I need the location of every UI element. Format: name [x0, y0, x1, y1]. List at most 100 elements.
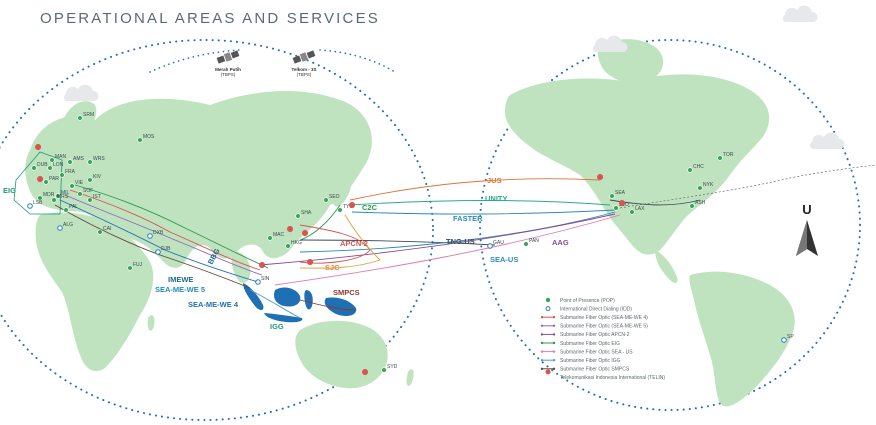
pop-label: TYO: [343, 204, 353, 210]
pop-label: KIV: [93, 174, 102, 180]
legend-label: Submarine Fiber Optic (SEA-ME-WE 4): [560, 315, 648, 321]
indonesia-land: [243, 283, 357, 323]
page-title: OPERATIONAL AREAS AND SERVICES: [40, 10, 380, 27]
cable-label-sjc: SJC: [325, 263, 340, 272]
pop-alg: ALG: [57, 222, 73, 231]
pop-label: ALG: [63, 222, 73, 228]
telin-pins: [35, 144, 626, 381]
pop-lax: LAX: [629, 206, 645, 215]
cable-lines: [54, 178, 701, 319]
cable-faster: [351, 209, 616, 215]
pop-label: GAU: [493, 240, 504, 246]
pop-dot: [43, 179, 49, 185]
legend-line-icon: [540, 367, 556, 370]
pop-label: MRS: [57, 194, 69, 200]
pop-tyo: TYO: [337, 204, 353, 213]
pop-dot: [63, 207, 69, 213]
pop-dot: [87, 159, 93, 165]
central-america-land: [655, 250, 678, 283]
pop-dot: [295, 213, 301, 219]
sumatra-island: [243, 283, 264, 311]
pop-sha: SHA: [295, 210, 312, 219]
pop-ist: IST: [87, 194, 101, 203]
cable-label-imewe: IMEWE: [168, 275, 193, 284]
madagascar-land: [147, 315, 155, 331]
cloud-icon: [63, 84, 99, 101]
pop-dot: [127, 265, 133, 271]
land-masses: [25, 39, 795, 407]
pop-kiv: KIV: [87, 174, 102, 183]
south-america-land: [689, 271, 795, 407]
pop-label: HKG: [291, 240, 302, 246]
legend-item: Submarine Fiber Optic (SEA-ME-WE 4): [540, 315, 648, 321]
cable-eu-asia-1: [69, 189, 261, 271]
pop-dot: [55, 193, 61, 199]
legend-line-icon: [540, 316, 556, 319]
pop-label: IST: [93, 194, 101, 200]
cable-label-apcn-2: APCN-2: [340, 239, 368, 248]
cable-seaus-pink: [274, 214, 621, 286]
satellite-icon: [292, 50, 316, 64]
pop-label: MOS: [143, 134, 155, 140]
pop-label: MAC: [273, 232, 285, 238]
legend-dot-icon: [545, 297, 551, 303]
pop-label: LON: [53, 162, 64, 168]
legend-item: Point of Presence (POP): [545, 297, 615, 304]
cloud-icon: [809, 132, 845, 149]
papua-island: [324, 297, 357, 316]
japan-land: [332, 175, 352, 207]
cable-label-sea-me-we-4: SEA-ME-WE 4: [188, 300, 239, 309]
pop-sea: SEA: [609, 190, 626, 199]
legend-label: Point of Presence (POP): [560, 298, 615, 304]
legend-label: Submarine Fiber Optic IGG: [560, 358, 621, 364]
legend-item: Submarine Fiber Optic IGG: [540, 358, 621, 364]
legend-line-icon: [540, 324, 556, 327]
pop-dot: [87, 177, 93, 183]
pop-dot: [77, 191, 83, 197]
pop-mrs: MRS: [51, 194, 69, 203]
pop-srm: SRM: [77, 112, 94, 121]
legend-item: Submarine Fiber Optic APCN-2: [540, 332, 630, 338]
pop-hkg: HKG: [285, 240, 302, 249]
pop-mdr: MDR: [37, 192, 55, 201]
cable-jus: [349, 178, 601, 201]
pop-tor: TOR: [717, 152, 734, 161]
telin-pin: [362, 369, 369, 381]
satellite-sub: (TBPS): [221, 72, 236, 77]
cable-label-sea-us: SEA-US: [490, 255, 518, 264]
pop-label: AMS: [73, 156, 85, 162]
pop-label: LAX: [635, 206, 645, 212]
pop-dot: [523, 241, 529, 247]
pop-dot: [51, 197, 57, 203]
legend-item: Submarine Fiber Optic SEA - US: [540, 349, 633, 355]
pop-label: NYK: [703, 182, 714, 188]
pop-dot: [57, 225, 63, 231]
pop-dot: [155, 249, 161, 255]
pop-dot: [87, 197, 93, 203]
pop-ams: AMS: [67, 156, 85, 165]
pop-dot: [629, 209, 635, 215]
cable-eu-asia-2: [64, 194, 263, 276]
pop-label: SYD: [387, 364, 398, 370]
pop-dot: [31, 165, 37, 171]
globe-outline-left: [0, 39, 434, 421]
pop-label: MDR: [43, 192, 55, 198]
pop-label: CHC: [693, 164, 704, 170]
pop-label: DJB: [161, 246, 171, 252]
pop-dub: DUB: [31, 162, 48, 171]
new-zealand-land: [406, 369, 414, 387]
cable-label-tng-us: TNG-US: [446, 237, 475, 246]
pop-dot: [609, 193, 615, 199]
telin-pin: [597, 174, 604, 186]
legend-item: Submarine Fiber Optic EIG: [540, 341, 620, 347]
pop-lsb: LSB: [27, 200, 43, 209]
cable-label-faster: FASTER: [453, 214, 483, 223]
pop-syd: SYD: [381, 364, 398, 373]
telin-pin: [349, 202, 356, 214]
pop-dot: [255, 279, 261, 285]
kalimantan-island: [274, 287, 301, 307]
pop-fuj: FUJ: [127, 262, 143, 271]
cable-sjc: [299, 214, 381, 269]
cable-label-unity: UNITY: [485, 194, 508, 203]
